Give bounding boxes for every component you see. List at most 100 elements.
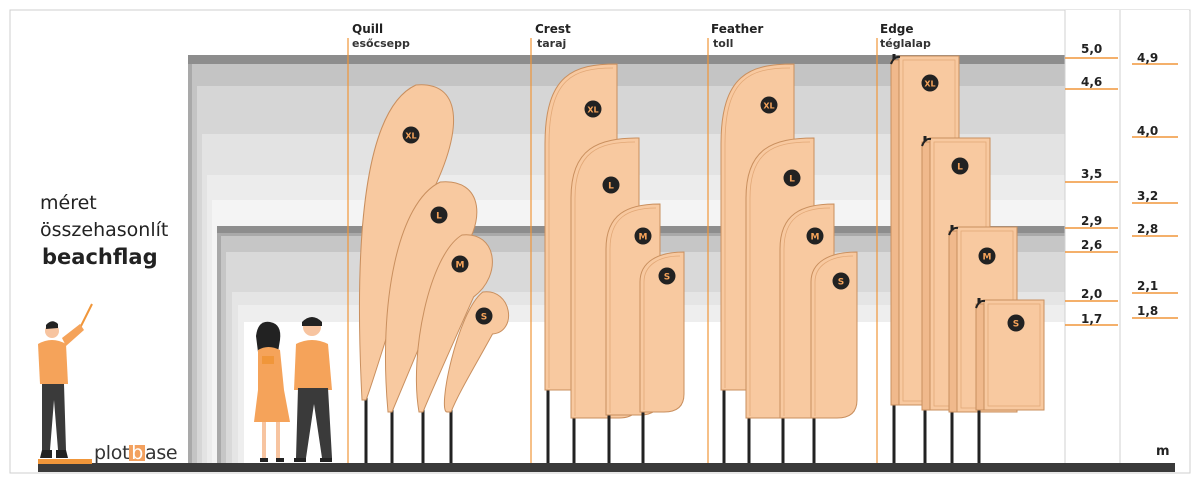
size-badge-edge-s: S	[1007, 314, 1025, 332]
man-illustration	[294, 317, 332, 462]
scale-left-label: 2,9	[1081, 214, 1103, 228]
flag-seam	[987, 303, 1041, 407]
size-badge-label: M	[983, 253, 992, 263]
flag-seam	[749, 141, 811, 416]
column-guides	[347, 38, 878, 463]
scale-left-label: 4,6	[1081, 75, 1103, 89]
flag-edge-hook	[948, 226, 959, 236]
type-sub-feather: toll	[713, 37, 734, 50]
size-badge-label: L	[608, 182, 614, 192]
scale-right-label: 2,8	[1137, 222, 1159, 236]
size-badge-label: L	[436, 212, 442, 222]
logo-text-left: plot	[94, 442, 130, 464]
pole-crest-l	[572, 414, 576, 463]
title-line-1: méret	[40, 192, 97, 214]
size-badge-label: S	[481, 313, 487, 323]
unit-label: m	[1156, 444, 1170, 459]
size-badge-label: XL	[924, 80, 935, 89]
size-badge-label: M	[639, 233, 648, 243]
pole-feather-s	[812, 414, 816, 463]
type-sub-quill: esőcsepp	[352, 37, 410, 50]
flag-seam	[724, 67, 791, 388]
flag-quill-s	[443, 291, 510, 413]
size-badge-label: XL	[763, 102, 774, 111]
flag-edge-hook	[975, 299, 986, 309]
scale-left-label: 5,0	[1081, 42, 1103, 56]
size-badge-label: M	[811, 233, 820, 243]
flag-seam	[783, 207, 831, 416]
size-badge-label: S	[1013, 320, 1019, 330]
flag-edge-hook	[890, 55, 901, 65]
flag-quill-m	[415, 234, 493, 413]
pole-quill-m	[421, 406, 425, 463]
size-badge-feather-xl: XL	[760, 96, 778, 114]
flag-seam	[548, 67, 614, 388]
pole-feather-l	[747, 414, 751, 463]
scale-right-label: 3,2	[1137, 189, 1159, 203]
size-badge-edge-m: M	[978, 247, 996, 265]
size-badge-crest-xl: XL	[584, 100, 602, 118]
floor	[38, 463, 1175, 472]
flag-feather-s	[810, 251, 858, 419]
size-badge-feather-s: S	[832, 272, 850, 290]
flag-seam	[643, 255, 681, 410]
flag-seam	[609, 207, 657, 413]
scale-right-label: 4,0	[1137, 124, 1159, 138]
size-badge-crest-m: M	[634, 227, 652, 245]
size-badge-edge-xl: XL	[921, 74, 939, 92]
type-name-feather: Feather	[711, 22, 764, 36]
logo-text-right: ase	[144, 442, 178, 464]
floor-accent	[38, 459, 92, 464]
scale-left-label: 3,5	[1081, 167, 1103, 181]
type-sub-edge: téglalap	[880, 37, 931, 50]
size-badge-crest-s: S	[658, 267, 676, 285]
title-line-3: beachflag	[42, 245, 158, 269]
person-pointing-illustration	[38, 303, 93, 458]
logo-box: b	[129, 442, 145, 464]
pole-crest-m	[607, 411, 611, 463]
size-badge-quill-s: S	[475, 307, 493, 325]
scale-ticks	[1065, 57, 1178, 326]
flags: XL L M S XL L M S XL L M S XL L M S	[358, 54, 1045, 463]
scale-right-label: 4,9	[1137, 51, 1159, 65]
size-badge-label: XL	[587, 106, 598, 115]
scale-right-label: 2,1	[1137, 279, 1159, 293]
size-badge-label: S	[664, 273, 670, 283]
pole-quill-xl	[364, 394, 368, 463]
size-badge-label: M	[456, 261, 465, 271]
flag-crest-s	[639, 251, 685, 413]
frame-border	[9, 9, 1191, 474]
pole-feather-m	[781, 414, 785, 463]
scale-right-label: 1,8	[1137, 304, 1159, 318]
scale-left-label: 2,6	[1081, 238, 1103, 252]
size-badge-label: XL	[405, 132, 416, 141]
size-badge-feather-l: L	[783, 169, 801, 187]
scale-left-label: 1,7	[1081, 312, 1103, 326]
type-name-crest: Crest	[535, 22, 571, 36]
size-badge-quill-l: L	[430, 206, 448, 224]
size-badge-quill-xl: XL	[402, 126, 420, 144]
flag-edge-hook	[921, 137, 932, 147]
size-badge-quill-m: M	[451, 255, 469, 273]
title-line-2: összehasonlít	[40, 219, 169, 241]
scale-left-label: 2,0	[1081, 287, 1103, 301]
pole-crest-xl	[546, 386, 550, 463]
flag-seam	[814, 255, 854, 416]
type-name-edge: Edge	[880, 22, 914, 36]
type-name-quill: Quill	[352, 22, 384, 36]
pole-crest-s	[641, 408, 645, 463]
type-sub-crest: taraj	[537, 37, 567, 50]
pole-quill-s	[449, 406, 453, 463]
woman-illustration	[254, 321, 290, 462]
pole-quill-l	[390, 406, 394, 463]
pole-feather-xl	[722, 386, 726, 463]
size-badge-label: L	[789, 175, 795, 185]
flag-seam	[574, 141, 636, 416]
size-badge-label: L	[957, 163, 963, 173]
size-badge-feather-m: M	[806, 227, 824, 245]
size-badge-label: S	[838, 278, 844, 288]
size-badge-crest-l: L	[602, 176, 620, 194]
